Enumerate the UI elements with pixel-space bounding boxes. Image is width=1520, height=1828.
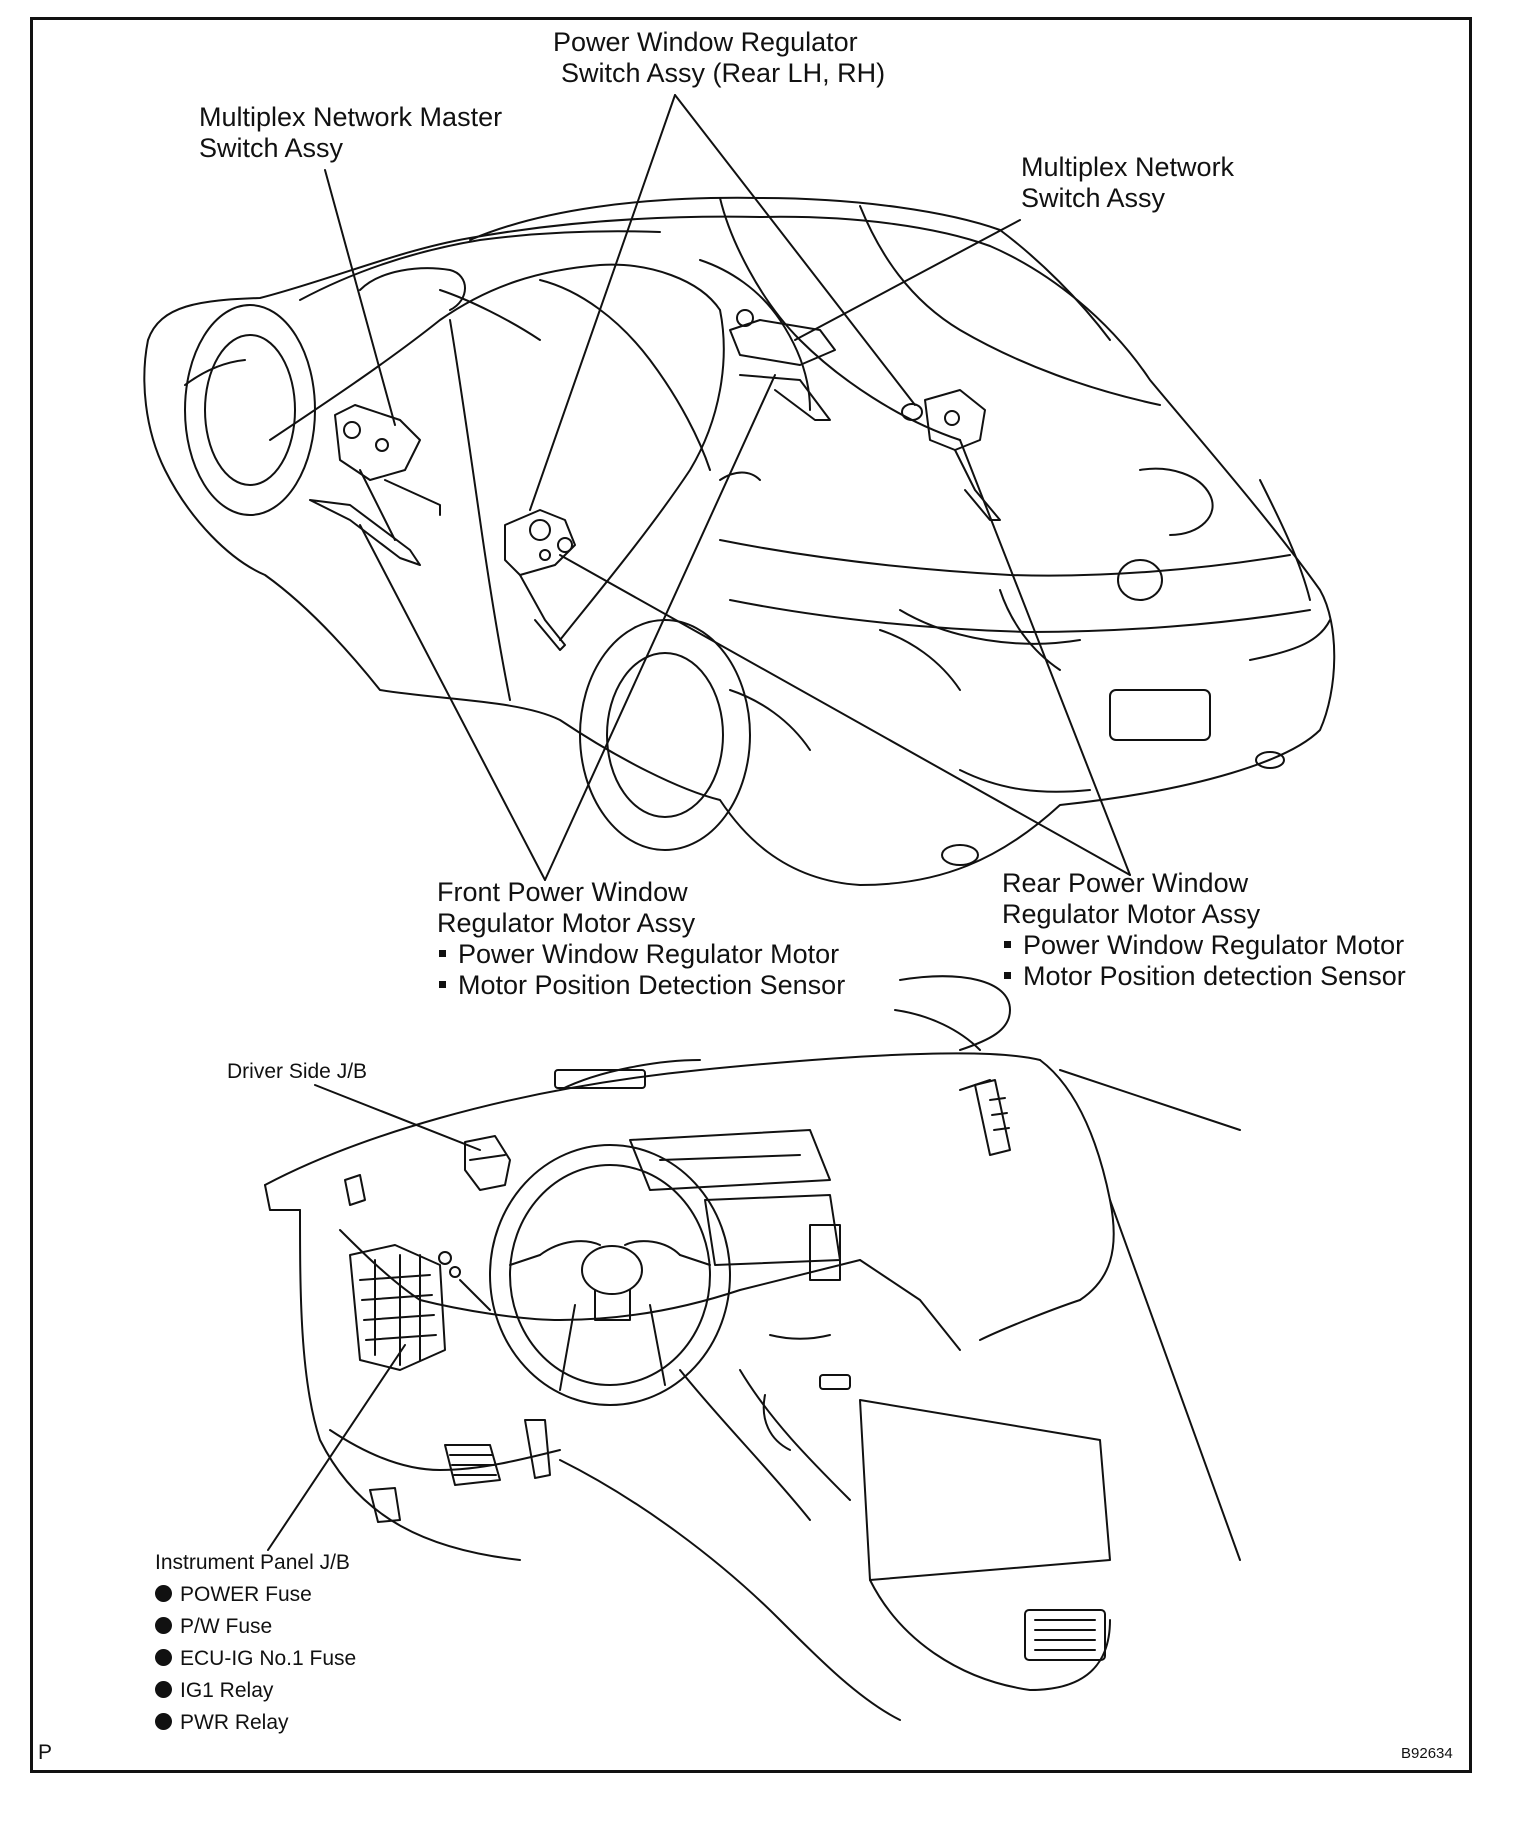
figure-code: B92634 (1401, 1745, 1453, 1762)
callout-driver-side-jb: Driver Side J/B (227, 1060, 368, 1083)
callout-rear-motor-title1: Rear Power Window (1002, 868, 1249, 898)
corner-mark: P (38, 1741, 53, 1764)
dashboard-outline (264, 975, 1241, 1721)
leader-rear-motor-rh (959, 439, 1131, 876)
figure-frame (30, 17, 1472, 1773)
callout-instrument-panel-jb-title: Instrument Panel J/B (155, 1551, 350, 1574)
leader-network-switch (794, 219, 1021, 341)
leader-driver-jb (314, 1084, 481, 1151)
callout-rear-motor-title2: Regulator Motor Assy (1002, 899, 1261, 929)
callout-front-motor-title2: Regulator Motor Assy (437, 908, 696, 938)
callout-master-switch-line1: Multiplex Network Master (199, 102, 503, 132)
fuse-item-pw: P/W Fuse (155, 1611, 356, 1643)
relay-item-ig1: IG1 Relay (155, 1675, 356, 1707)
instrument-panel-jb-detail (349, 1244, 491, 1371)
callout-rear-regulator-switch-line2: Switch Assy (Rear LH, RH) (561, 58, 886, 88)
driver-side-jb-detail (464, 1135, 511, 1191)
callout-rear-regulator-switch: Power Window Regulator Switch Assy (Rear… (553, 27, 885, 89)
car-body-outline (143, 196, 1336, 886)
rear-lh-regulator-assembly (729, 309, 836, 421)
callout-network-switch-line2: Switch Assy (1021, 183, 1166, 213)
leader-rear-motor-lh (559, 554, 1131, 876)
leader-rear-switch-lh (529, 94, 676, 511)
relay-item-pwr: PWR Relay (155, 1707, 356, 1739)
pedals (369, 1419, 551, 1523)
leader-instrument-jb (267, 1344, 406, 1551)
callout-front-motor-item2: Motor Position Detection Sensor (437, 970, 845, 1001)
callout-rear-motor-item1: Power Window Regulator Motor (1002, 930, 1406, 961)
front-lh-regulator-assembly (309, 404, 441, 566)
fuse-item-power: POWER Fuse (155, 1579, 356, 1611)
callout-front-motor: Front Power Window Regulator Motor Assy … (437, 877, 845, 1001)
callout-network-switch-line1: Multiplex Network (1021, 152, 1235, 182)
leader-master-switch (324, 169, 396, 426)
callout-front-motor-item1: Power Window Regulator Motor (437, 939, 845, 970)
front-rh-regulator-assembly (504, 509, 576, 651)
leader-front-motor-rh (544, 374, 776, 881)
callout-rear-motor: Rear Power Window Regulator Motor Assy P… (1002, 868, 1406, 992)
callout-rear-motor-item2: Motor Position detection Sensor (1002, 961, 1406, 992)
callout-master-switch: Multiplex Network Master Switch Assy (199, 102, 502, 164)
callout-master-switch-line2: Switch Assy (199, 133, 344, 163)
callout-front-motor-title1: Front Power Window (437, 877, 688, 907)
callout-instrument-panel-jb: Instrument Panel J/B POWER Fuse P/W Fuse… (155, 1547, 356, 1739)
leader-rear-switch-rh (674, 94, 916, 406)
fuse-item-ecu-ig: ECU-IG No.1 Fuse (155, 1643, 356, 1675)
callout-rear-regulator-switch-line1: Power Window Regulator (553, 27, 858, 57)
rear-rh-regulator-assembly (901, 389, 1001, 521)
callout-network-switch: Multiplex Network Switch Assy (1021, 152, 1234, 214)
steering-wheel (489, 1144, 731, 1406)
leader-lines (267, 94, 1131, 1551)
leader-front-motor-lh (359, 524, 546, 881)
